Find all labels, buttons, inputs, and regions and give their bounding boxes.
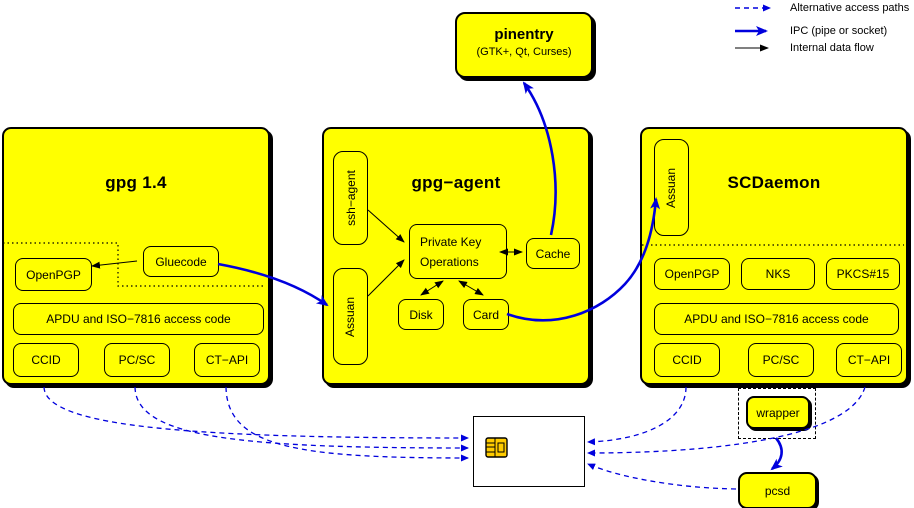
alt-gpg14-pcsc-to-card (134, 386, 469, 452)
pinentry-title: pinentry (494, 26, 554, 43)
private-key-operations-line1: Private Key (420, 234, 482, 249)
alt-pcsd-to-card (587, 463, 737, 490)
gpg-agent-box: gpg−agent ssh−agent Assuan Private Key O… (322, 127, 590, 385)
wrapper-dashed-group: wrapper (738, 388, 816, 439)
gpg14-pcsc-box: PC/SC (104, 343, 170, 377)
private-key-operations-box: Private Key Operations (409, 224, 507, 279)
smartcard-chip-icon (485, 437, 508, 458)
gpg14-ccid-box: CCID (13, 343, 79, 377)
alt-scdaemon-ccid-to-card (587, 386, 687, 446)
gpg-agent-assuan-label: Assuan (343, 296, 358, 337)
card-box: Card (463, 299, 509, 330)
scdaemon-assuan-label: Assuan (664, 167, 679, 208)
scdaemon-apdu-box: APDU and ISO−7816 access code (654, 303, 899, 335)
gpg14-box: gpg 1.4 OpenPGP Gluecode APDU and ISO−78… (2, 127, 270, 385)
scdaemon-ctapi-box: CT−API (836, 343, 902, 377)
alt-scdaemon-ctapi-to-card (587, 386, 866, 457)
scdaemon-ccid-box: CCID (654, 343, 720, 377)
disk-box: Disk (398, 299, 444, 330)
scdaemon-assuan-box: Assuan (654, 139, 689, 236)
alt-gpg14-ccid-to-card (43, 386, 469, 442)
pcsd-box: pcsd (738, 472, 817, 508)
ssh-agent-label: ssh−agent (343, 170, 358, 226)
gpg14-openpgp-box: OpenPGP (15, 258, 92, 291)
wrapper-box: wrapper (746, 396, 810, 429)
alt-gpg14-ctapi-to-card (225, 386, 469, 462)
cache-box: Cache (526, 238, 580, 269)
scdaemon-openpgp-box: OpenPGP (654, 258, 730, 290)
pinentry-subtitle: (GTK+, Qt, Curses) (476, 46, 572, 58)
scdaemon-nks-box: NKS (741, 258, 815, 290)
pinentry-box: pinentry (GTK+, Qt, Curses) (455, 12, 593, 78)
legend-ipc-label: IPC (pipe or socket) (790, 25, 888, 37)
scdaemon-pcsc-box: PC/SC (748, 343, 814, 377)
gpg14-gluecode-box: Gluecode (143, 246, 219, 277)
legend-internal-label: Internal data flow (790, 42, 874, 54)
ssh-agent-box: ssh−agent (333, 151, 368, 245)
gpg-agent-title: gpg−agent (411, 173, 501, 192)
gpg-agent-assuan-box: Assuan (333, 268, 368, 365)
private-key-operations-line2: Operations (420, 254, 479, 269)
ipc-wrapper-to-pcsd (770, 437, 783, 471)
gpg14-ctapi-box: CT−API (194, 343, 260, 377)
gpg14-title: gpg 1.4 (105, 173, 167, 192)
scdaemon-box: SCDaemon Assuan OpenPGP NKS PKCS#15 APDU… (640, 127, 908, 385)
smartcard (473, 416, 585, 487)
scdaemon-pkcs15-box: PKCS#15 (826, 258, 900, 290)
legend-alternative-label: Alternative access paths (790, 2, 910, 14)
gpg14-apdu-box: APDU and ISO−7816 access code (13, 303, 264, 335)
scdaemon-title: SCDaemon (727, 173, 821, 192)
